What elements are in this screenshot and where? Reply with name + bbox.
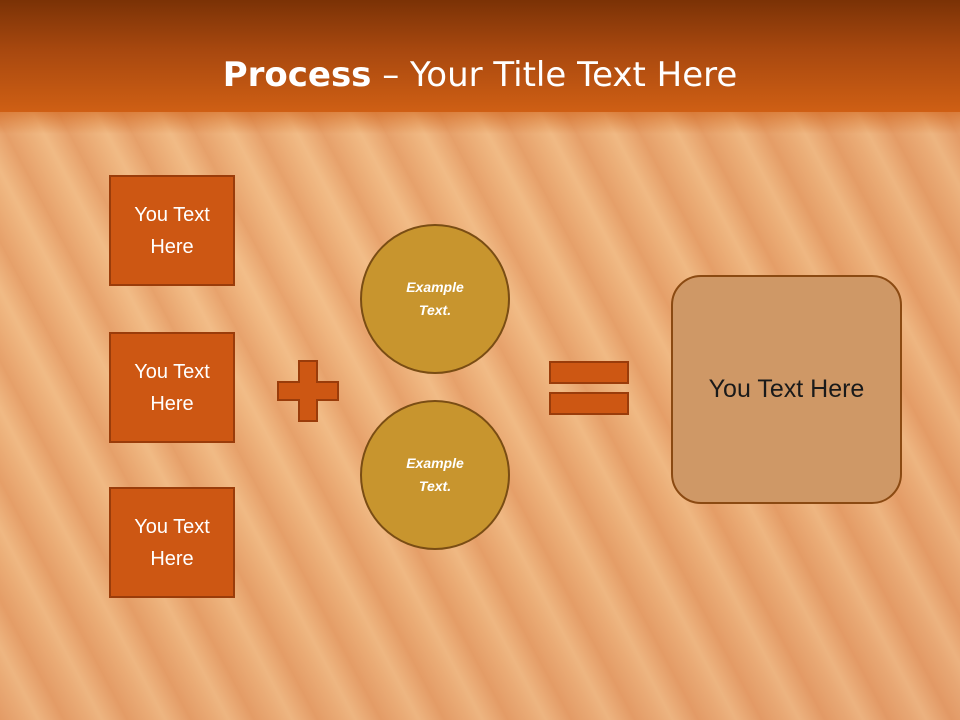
- plus-icon: [277, 360, 339, 422]
- title-bold: Process: [222, 55, 372, 95]
- result-box[interactable]: You Text Here: [671, 275, 902, 504]
- input-box-label: You Text Here: [134, 203, 210, 258]
- title-bar: [0, 0, 960, 112]
- input-box-label: You Text Here: [134, 515, 210, 570]
- title-rest: – Your Title Text Here: [371, 55, 738, 95]
- input-box-2[interactable]: You Text Here: [109, 332, 235, 443]
- input-box-3[interactable]: You Text Here: [109, 487, 235, 598]
- example-circle-2[interactable]: Example Text.: [360, 400, 510, 550]
- example-circle-label: Example Text.: [406, 279, 464, 318]
- equals-icon: [549, 361, 629, 415]
- result-label: You Text Here: [708, 375, 865, 403]
- title-bar-fade: [0, 112, 960, 134]
- input-box-1[interactable]: You Text Here: [109, 175, 235, 286]
- input-box-label: You Text Here: [134, 360, 210, 415]
- example-circle-label: Example Text.: [406, 455, 464, 494]
- slide-title: Process – Your Title Text Here: [0, 52, 960, 98]
- example-circle-1[interactable]: Example Text.: [360, 224, 510, 374]
